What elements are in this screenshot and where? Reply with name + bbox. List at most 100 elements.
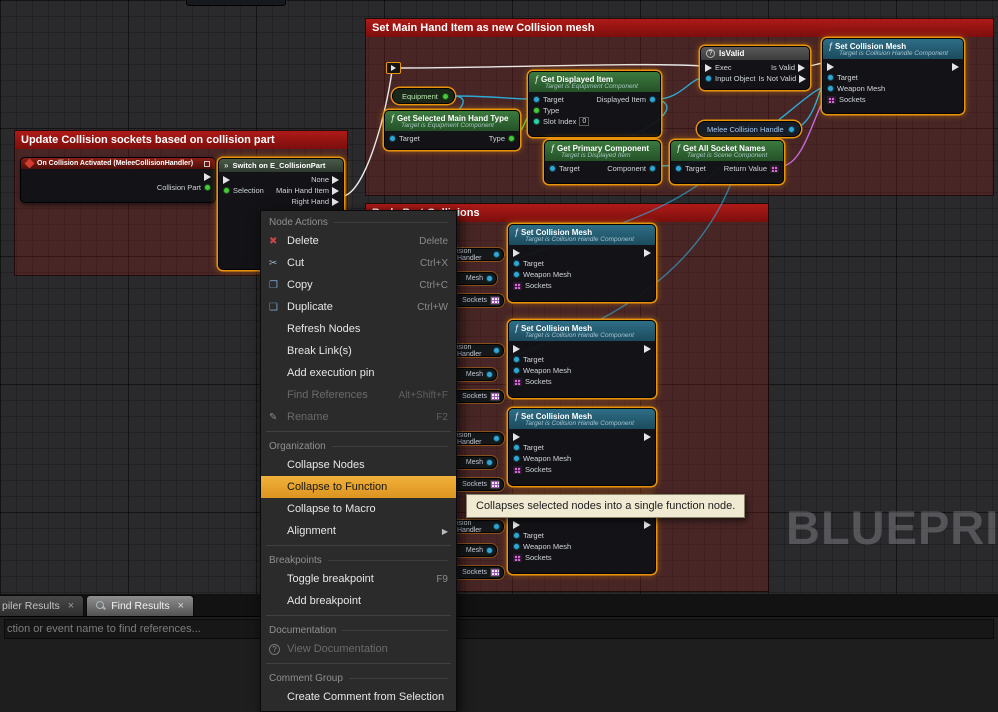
menu-item-cut[interactable]: ✂ Cut Ctrl+X xyxy=(269,257,448,269)
collision-part-pin[interactable] xyxy=(204,184,211,191)
out-pin[interactable] xyxy=(486,275,493,282)
equipment-out-pin[interactable] xyxy=(441,92,449,100)
out-pin[interactable] xyxy=(493,251,500,258)
exec-out-pin[interactable] xyxy=(644,520,651,529)
fragment-collision-handler[interactable]: ision Handler xyxy=(457,520,504,534)
node-equipment-variable[interactable]: Equipment xyxy=(392,88,455,104)
fragment-mesh[interactable]: Mesh xyxy=(457,456,497,469)
weapon-mesh-pin[interactable] xyxy=(513,271,520,278)
menu-item-collapse-to-macro[interactable]: Collapse to Macro xyxy=(287,503,376,515)
exec-out-pin[interactable] xyxy=(952,62,959,71)
menu-item-find-references[interactable]: Find References Alt+Shift+F xyxy=(287,389,448,401)
exec-in-pin[interactable] xyxy=(705,63,712,72)
menu-item-break-links[interactable]: Break Link(s) xyxy=(287,345,352,357)
node-on-collision-activated[interactable]: On Collision Activated (MeleeCollisionHa… xyxy=(20,157,216,203)
out-pin[interactable] xyxy=(493,523,500,530)
target-pin[interactable] xyxy=(513,260,520,267)
exec-out-pin[interactable] xyxy=(644,344,651,353)
fragment-collision-handler[interactable]: ision Handler xyxy=(457,248,504,262)
close-icon[interactable]: × xyxy=(177,600,185,612)
exec-in-pin[interactable] xyxy=(513,248,520,257)
clipped-node-fragment[interactable] xyxy=(186,0,286,6)
close-icon[interactable]: × xyxy=(67,600,75,612)
node-is-valid[interactable]: ? IsValid Exec Is Valid Input Object Is … xyxy=(700,46,810,90)
menu-item-refresh-nodes[interactable]: Refresh Nodes xyxy=(287,323,361,335)
out-pin[interactable] xyxy=(486,459,493,466)
menu-item-create-comment-from-selection[interactable]: Create Comment from Selection xyxy=(287,691,445,703)
exec-out-pin[interactable] xyxy=(204,172,211,181)
exec-in-pin[interactable] xyxy=(513,432,520,441)
out-pin[interactable] xyxy=(493,435,500,442)
exec-in-pin[interactable] xyxy=(827,62,834,71)
fragment-collision-handler[interactable]: ision Handler xyxy=(457,344,504,358)
tab-compiler-results[interactable]: piler Results × xyxy=(0,595,85,616)
target-pin[interactable] xyxy=(549,165,556,172)
menu-item-alignment[interactable]: Alignment ▶ xyxy=(287,525,448,537)
menu-item-add-execution-pin[interactable]: Add execution pin xyxy=(287,367,375,379)
sockets-array-pin[interactable] xyxy=(827,95,836,104)
fragment-sockets[interactable]: Sockets xyxy=(457,566,504,579)
slot-index-pin[interactable] xyxy=(533,118,540,125)
find-references-input[interactable] xyxy=(4,619,994,639)
fragment-mesh[interactable]: Mesh xyxy=(457,544,497,557)
fragment-mesh[interactable]: Mesh xyxy=(457,272,497,285)
exec-out-pin[interactable] xyxy=(644,248,651,257)
tab-find-results[interactable]: Find Results × xyxy=(86,595,195,616)
exec-out-pin[interactable] xyxy=(644,432,651,441)
slot-index-input[interactable]: 0 xyxy=(579,117,590,126)
return-value-array-pin[interactable] xyxy=(770,164,779,173)
reroute-node[interactable] xyxy=(386,62,401,74)
selection-pin[interactable] xyxy=(223,187,230,194)
exec-in-pin[interactable] xyxy=(513,344,520,353)
menu-item-view-documentation[interactable]: ? View Documentation xyxy=(261,638,456,660)
is-not-valid-exec-pin[interactable] xyxy=(799,74,807,83)
comment-header[interactable]: Set Main Hand Item as new Collision mesh xyxy=(366,19,993,37)
type-pin[interactable] xyxy=(533,107,540,114)
target-pin[interactable] xyxy=(389,135,396,142)
target-pin[interactable] xyxy=(827,74,834,81)
menu-item-duplicate[interactable]: ❏ Duplicate Ctrl+W xyxy=(269,301,448,313)
exec-in-pin[interactable] xyxy=(513,520,520,529)
out-pin[interactable] xyxy=(493,347,500,354)
target-pin[interactable] xyxy=(675,165,682,172)
sockets-array-pin[interactable] xyxy=(513,465,522,474)
fragment-mesh[interactable]: Mesh xyxy=(457,368,497,381)
sockets-array-pin[interactable] xyxy=(513,377,522,386)
target-pin[interactable] xyxy=(533,96,540,103)
menu-item-rename[interactable]: ✎ Rename F2 xyxy=(269,411,448,423)
comment-header[interactable]: Update Collision sockets based on collis… xyxy=(15,131,347,149)
weapon-mesh-pin[interactable] xyxy=(827,85,834,92)
type-out-pin[interactable] xyxy=(508,135,515,142)
fragment-sockets[interactable]: Sockets xyxy=(457,390,504,403)
weapon-mesh-pin[interactable] xyxy=(513,455,520,462)
graph-canvas[interactable]: Update Collision sockets based on collis… xyxy=(0,0,998,594)
is-valid-exec-pin[interactable] xyxy=(798,63,805,72)
target-pin[interactable] xyxy=(513,532,520,539)
input-object-pin[interactable] xyxy=(705,75,712,82)
fragment-sockets[interactable]: Sockets xyxy=(457,294,504,307)
weapon-mesh-pin[interactable] xyxy=(513,367,520,374)
out-pin[interactable] xyxy=(486,371,493,378)
menu-item-add-breakpoint[interactable]: Add breakpoint xyxy=(287,595,361,607)
target-pin[interactable] xyxy=(513,444,520,451)
exec-in-pin[interactable] xyxy=(223,175,230,184)
menu-item-collapse-nodes[interactable]: Collapse Nodes xyxy=(287,459,365,471)
menu-item-toggle-breakpoint[interactable]: Toggle breakpoint F9 xyxy=(287,573,448,585)
menu-item-delete[interactable]: ✖ Delete Delete xyxy=(269,235,448,247)
displayed-item-out-pin[interactable] xyxy=(649,96,656,103)
component-out-pin[interactable] xyxy=(649,165,656,172)
delegate-pin[interactable] xyxy=(204,160,210,167)
melee-collision-handle-out-pin[interactable] xyxy=(787,125,795,133)
target-pin[interactable] xyxy=(513,356,520,363)
sockets-array-pin[interactable] xyxy=(513,281,522,290)
none-exec-pin[interactable] xyxy=(332,175,339,184)
node-melee-collision-handle-variable[interactable]: Melee Collision Handle xyxy=(697,121,801,137)
out-pin[interactable] xyxy=(486,547,493,554)
fragment-sockets[interactable]: Sockets xyxy=(457,478,504,491)
